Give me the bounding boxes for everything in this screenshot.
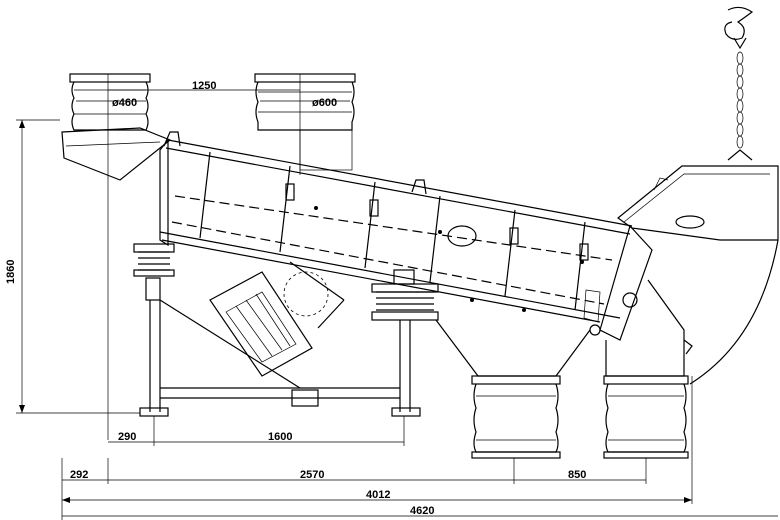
rear-spring-support: [371, 269, 439, 417]
base-frame: [159, 299, 400, 407]
vibrator-motor: [209, 261, 345, 377]
discharge-hopper-right: [603, 279, 693, 459]
discharge-hopper-left: [435, 319, 591, 459]
screen-box: [61, 127, 653, 341]
dim-label-4012: 4012: [366, 489, 390, 501]
front-spring-support: [133, 243, 175, 417]
dim-label-1250: 1250: [192, 80, 216, 92]
dim-inlet-diameters: ø460 ø600: [76, 97, 350, 109]
hoist-chain: [727, 51, 753, 161]
dim-label-1860: 1860: [5, 260, 17, 284]
dim-inlet-spacing: 1250: [107, 74, 301, 440]
dim-overall-height: 1860: [5, 119, 140, 414]
inlet-collar-small: [69, 73, 151, 131]
dim-label-292: 292: [70, 469, 88, 481]
dim-label-460: ø460: [112, 97, 137, 109]
dim-label-4620: 4620: [410, 505, 434, 517]
dim-label-1600: 1600: [268, 431, 292, 443]
dim-outlet-row: 292 2570 850: [61, 458, 647, 520]
dim-label-2570: 2570: [300, 469, 324, 481]
inlet-collar-large: [254, 73, 356, 171]
dust-hood: [617, 165, 779, 385]
dim-support-row: 290 1600: [108, 416, 405, 446]
dim-overall-length: 4012 4620: [62, 376, 778, 517]
hoist-hook: [724, 6, 754, 50]
dim-label-850: 850: [568, 469, 586, 481]
dim-label-600: ø600: [312, 97, 337, 109]
dim-label-290: 290: [118, 431, 136, 443]
